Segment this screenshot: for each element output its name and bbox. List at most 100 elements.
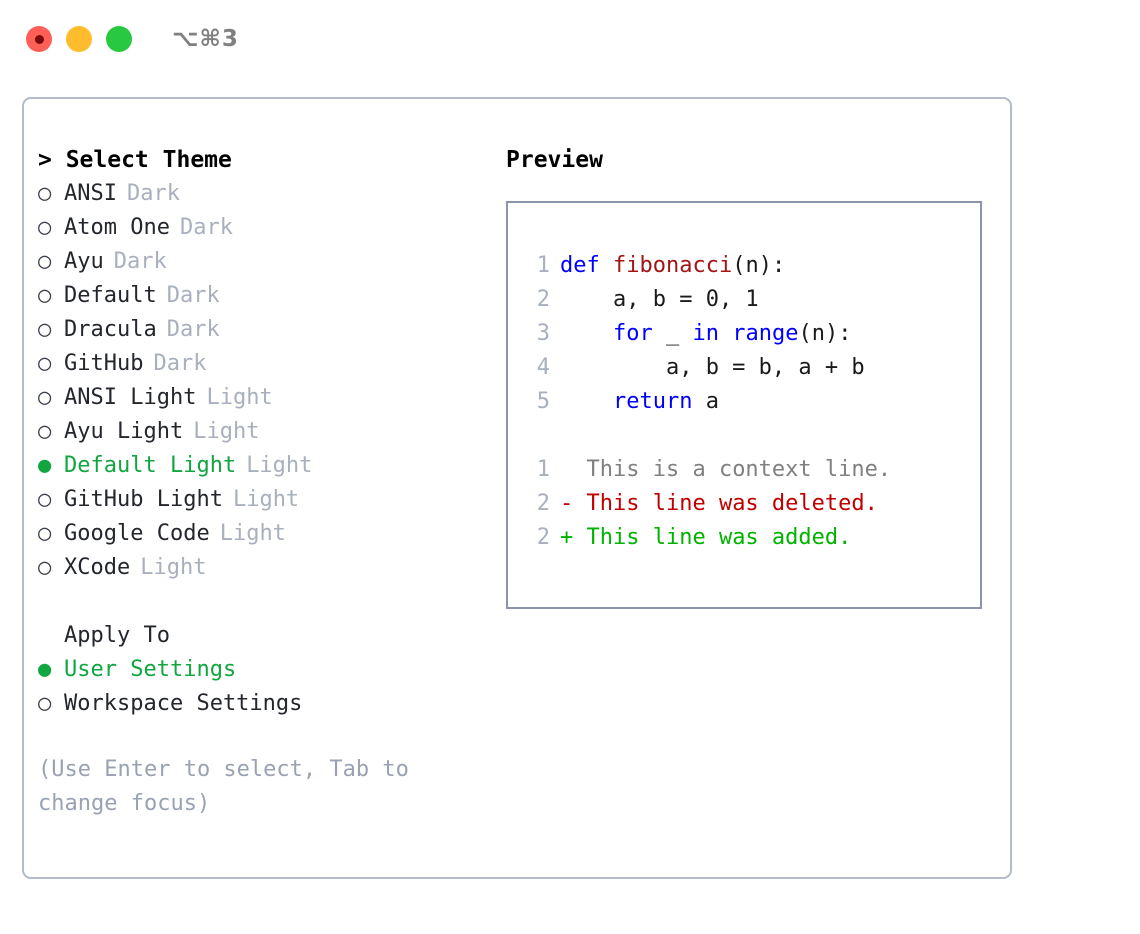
code-line-text: a, b = b, a + b [560,351,865,385]
code-token-fn: fibonacci [612,253,733,278]
code-line-number: 1 [536,253,550,278]
title-bar: ⌥⌘3 [0,0,1140,78]
code-line-number: 3 [536,321,550,346]
radio-unselected-icon: ○ [38,385,52,410]
theme-option-label: ANSI [64,181,117,206]
apply-to-header: Apply To [64,623,170,648]
code-token-kw: return [612,389,693,414]
code-line: 2 a, b = 0, 1 [522,283,980,317]
diff-line-text: This line was deleted. [573,491,878,516]
close-button-icon[interactable] [26,26,52,52]
diff-sample: 1 This is a context line. 2- This line wa… [522,453,980,555]
code-diff-spacer [522,419,980,453]
code-line-text: return a [560,385,719,419]
code-line: 3 for _ in range(n): [522,317,980,351]
preview-header: Preview [506,147,603,173]
diff-sign [560,453,573,487]
apply-to-option-label: Workspace Settings [64,691,303,716]
apply-to-option-workspace-settings[interactable]: ○ Workspace Settings [38,687,506,721]
theme-option-variant: Dark [153,351,207,376]
code-token-plain [560,321,613,346]
diff-line: 1 This is a context line. [522,453,980,487]
close-inner-dot [34,34,44,44]
code-token-plain: a, b = b, a + b [560,355,865,380]
maximize-button-icon[interactable] [106,26,132,52]
radio-unselected-icon: ○ [38,215,52,240]
theme-option-github[interactable]: ○ GitHub Dark [38,347,506,381]
radio-unselected-icon: ○ [38,691,52,716]
code-line-number: 4 [536,355,550,380]
theme-option-label: Ayu [64,249,104,274]
diff-line-text: This is a context line. [573,457,892,482]
theme-option-variant: Light [193,419,260,444]
apply-to-option-user-settings[interactable]: ● User Settings [38,653,506,687]
theme-option-variant: Dark [166,283,220,308]
select-theme-header: > Select Theme [38,147,232,173]
code-token-plain: (n): [732,253,786,278]
radio-selected-icon: ● [38,657,52,682]
theme-option-label: Default [64,283,157,308]
radio-unselected-icon: ○ [38,317,52,342]
theme-option-variant: Dark [113,249,167,274]
code-token-plain: _ [652,321,693,346]
window-controls [26,26,132,52]
diff-line: 2+ This line was added. [522,521,980,555]
minimize-button-icon[interactable] [66,26,92,52]
code-line-number: 2 [536,287,550,312]
theme-option-variant: Light [140,555,207,580]
radio-unselected-icon: ○ [38,521,52,546]
list-spacer [38,585,506,619]
code-token-plain: a, b = 0, 1 [560,287,759,312]
code-token-plain: a [692,389,719,414]
code-token-kw: for [612,321,653,346]
theme-option-label: GitHub [64,351,144,376]
theme-option-default[interactable]: ○ Default Dark [38,279,506,313]
diff-line-number: 1 [536,457,550,482]
code-line-number: 5 [536,389,550,414]
diff-sign: - [560,491,574,516]
theme-option-ayu-light[interactable]: ○ Ayu Light Light [38,415,506,449]
theme-option-label: Ayu Light [64,419,184,444]
apply-to-option-label: User Settings [64,657,237,682]
apply-to-list: ● User Settings ○ Workspace Settings [38,653,506,721]
diff-line-text: This line was added. [573,525,852,550]
code-token-plain [560,389,613,414]
radio-unselected-icon: ○ [38,283,52,308]
theme-option-variant: Light [246,453,313,478]
code-token-kw: in [692,321,719,346]
radio-unselected-icon: ○ [38,419,52,444]
theme-option-variant: Light [206,385,273,410]
theme-option-label: XCode [64,555,131,580]
code-token-plain [719,321,732,346]
code-line-text: for _ in range(n): [560,317,851,351]
radio-selected-icon: ● [38,453,52,478]
theme-option-ayu[interactable]: ○ Ayu Dark [38,245,506,279]
theme-option-label: Google Code [64,521,210,546]
radio-unselected-icon: ○ [38,351,52,376]
theme-option-variant: Light [232,487,300,512]
theme-option-ansi[interactable]: ○ ANSI Dark [38,177,506,211]
radio-unselected-icon: ○ [38,249,52,274]
code-token-kw: range [732,321,799,346]
theme-option-variant: Dark [126,181,180,206]
theme-option-label: Dracula [64,317,157,342]
code-line: 5 return a [522,385,980,419]
keyboard-hint: (Use Enter to select, Tab to change focu… [38,757,409,816]
diff-line-number: 2 [536,491,550,516]
code-line: 4 a, b = b, a + b [522,351,980,385]
radio-unselected-icon: ○ [38,181,52,206]
